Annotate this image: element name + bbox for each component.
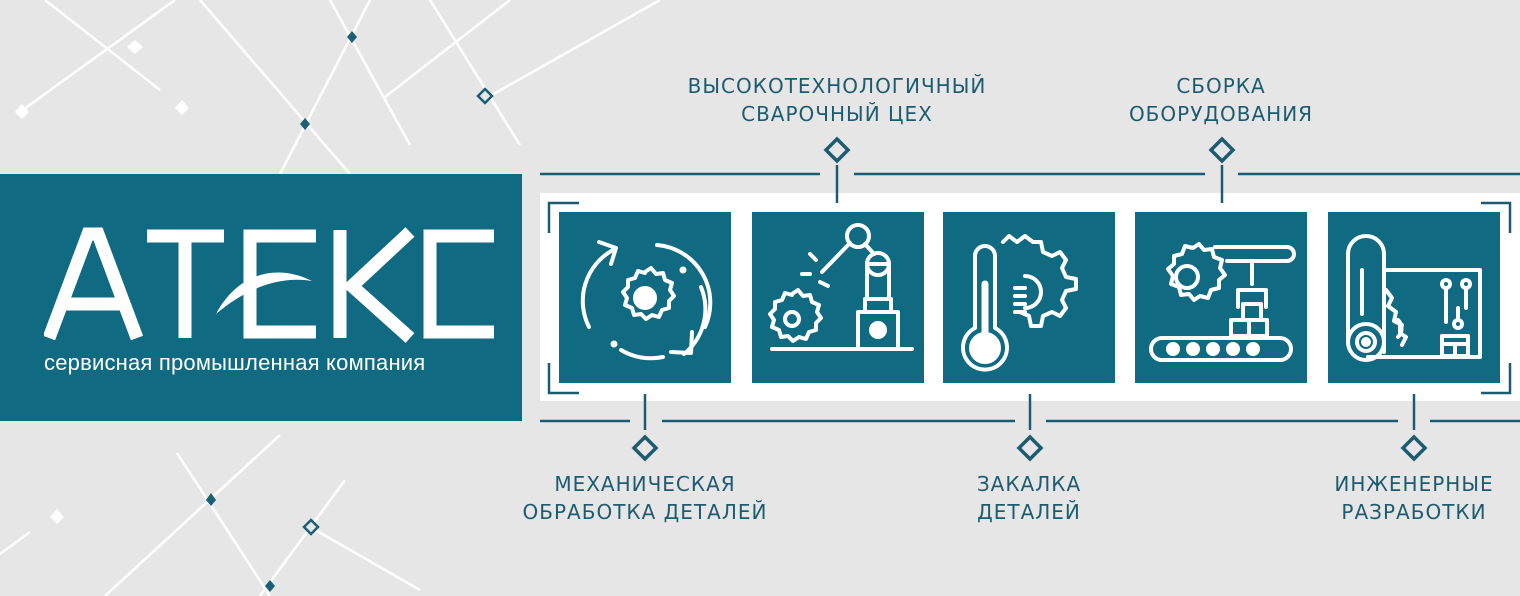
- label-assembly-line1: СБОРКА: [1176, 74, 1266, 98]
- label-welding: ВЫСОКОТЕХНОЛОГИЧНЫЙ СВАРОЧНЫЙ ЦЕХ: [667, 72, 1007, 128]
- label-hardening-line1: ЗАКАЛКА: [976, 472, 1082, 496]
- logo-panel: АТЕКС сервисная промышленная компания: [0, 174, 522, 421]
- blueprint-gear-icon: [1346, 234, 1482, 362]
- logo-tagline: сервисная промышленная компания: [44, 350, 426, 375]
- assembly-conveyor-icon: [1149, 242, 1296, 362]
- label-welding-line2: СВАРОЧНЫЙ ЦЕХ: [741, 102, 933, 126]
- welding-robot-icon: [768, 223, 914, 351]
- label-machining-line1: МЕХАНИЧЕСКАЯ: [554, 472, 736, 496]
- service-tile-welding[interactable]: [752, 212, 924, 383]
- label-hardening-line2: ДЕТАЛЕЙ: [977, 500, 1081, 524]
- label-assembly-line2: ОБОРУДОВАНИЯ: [1128, 102, 1314, 126]
- service-tile-engineering[interactable]: [1328, 212, 1500, 383]
- label-assembly: СБОРКА ОБОРУДОВАНИЯ: [1051, 72, 1391, 128]
- thermometer-gear-icon: [961, 234, 1078, 372]
- label-hardening: ЗАКАЛКА ДЕТАЛЕЙ: [859, 470, 1199, 526]
- label-engineering: ИНЖЕНЕРНЫЕ РАЗРАБОТКИ: [1244, 470, 1520, 526]
- label-welding-line1: ВЫСОКОТЕХНОЛОГИЧНЫЙ: [687, 74, 987, 98]
- service-tile-assembly[interactable]: [1135, 212, 1307, 383]
- label-machining-line2: ОБРАБОТКА ДЕТАЛЕЙ: [522, 500, 768, 524]
- gear-cycle-icon: [580, 240, 713, 361]
- service-tile-hardening[interactable]: [943, 212, 1115, 383]
- atex-logo-wordmark: АТЕКС: [44, 227, 494, 343]
- label-engineering-line1: ИНЖЕНЕРНЫЕ: [1334, 472, 1494, 496]
- service-tile-machining[interactable]: [559, 212, 731, 383]
- label-machining: МЕХАНИЧЕСКАЯ ОБРАБОТКА ДЕТАЛЕЙ: [475, 470, 815, 526]
- label-engineering-line2: РАЗРАБОТКИ: [1341, 500, 1487, 524]
